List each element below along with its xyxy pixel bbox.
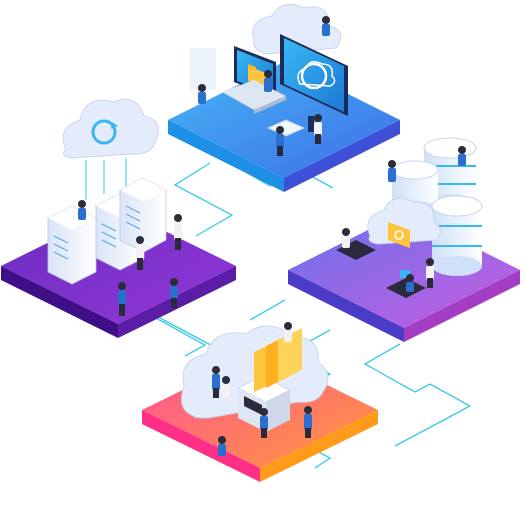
database-platform xyxy=(288,137,520,342)
folder-icon xyxy=(254,328,302,392)
workstation-platform xyxy=(168,3,400,192)
server-platform xyxy=(1,98,236,338)
cloud-sync-icon xyxy=(62,98,159,159)
storage-platform xyxy=(142,322,378,482)
person-icon xyxy=(342,146,466,292)
file-cabinet-icon xyxy=(236,375,292,432)
cloud-folder-icon xyxy=(367,197,441,248)
person-icon xyxy=(198,16,330,156)
person-icon xyxy=(78,200,182,316)
person-icon xyxy=(212,322,312,456)
server-rack-icon xyxy=(47,177,167,285)
laptop-icon xyxy=(222,80,286,114)
